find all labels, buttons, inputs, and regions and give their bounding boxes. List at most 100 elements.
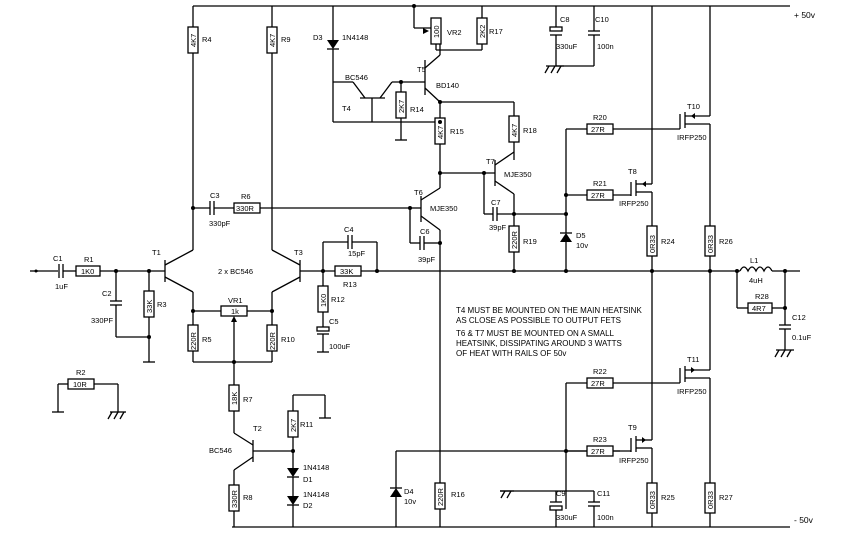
- resistors-r27-value-label: 0R33: [706, 491, 715, 509]
- schematic-line: [424, 87, 441, 103]
- resistors-r15-value-label: 4K7: [436, 126, 445, 139]
- resistors-r12-name-label: R12: [331, 295, 345, 304]
- resistors-r26-name-label: R26: [719, 237, 733, 246]
- t1-label: T1: [152, 248, 161, 257]
- schematic-circle: [232, 360, 236, 364]
- schematic-line: [780, 349, 786, 358]
- c9-cap: [549, 505, 563, 511]
- schematic-circle: [412, 4, 416, 8]
- resistors-r18-name-label: R18: [523, 126, 537, 135]
- resistors-r7-value-label: 18K: [230, 392, 239, 405]
- transistors-t5-label: T5: [417, 65, 426, 74]
- schematic-circle: [438, 241, 442, 245]
- d5-zener: [560, 233, 572, 242]
- schematic-line: [556, 65, 562, 74]
- t1-t3-type: 2 x BC546: [218, 267, 253, 276]
- resistors-r19-name-label: R19: [523, 237, 537, 246]
- schematic-line: [500, 490, 506, 499]
- schematic-polygon: [691, 367, 695, 373]
- d4-zener: [390, 488, 402, 497]
- diodes-d3-name-label: D3: [313, 33, 323, 42]
- caps-c6-name-label: C6: [420, 227, 430, 236]
- schematic-circle: [438, 120, 442, 124]
- diodes-d5-value-label: 10v: [576, 241, 588, 250]
- schematic-line: [774, 349, 780, 358]
- resistors-r9-name-label: R9: [281, 35, 291, 44]
- resistors-r21-value-label: 27R: [591, 191, 605, 200]
- resistors-r1-name-label: R1: [84, 255, 94, 264]
- resistors-r13-name-label: R13: [343, 280, 357, 289]
- resistors-r6-name-label: R6: [241, 192, 251, 201]
- caps-c7-name-label: C7: [491, 198, 501, 207]
- d2-diode: [287, 496, 299, 505]
- resistors-r2-value-label: 10R: [73, 380, 87, 389]
- transistors-t4-label: T4: [342, 104, 351, 113]
- resistors-r16-name-label: R16: [451, 490, 465, 499]
- resistors-r5-name-label: R5: [202, 335, 212, 344]
- caps-c11-name-label: C11: [597, 489, 610, 498]
- schematic-line: [233, 456, 254, 471]
- resistors-r14-name-label: R14: [410, 105, 424, 114]
- schematic-circle: [512, 212, 516, 216]
- schematic-line: [164, 276, 194, 293]
- caps-c6-value-label: 39pF: [418, 255, 436, 264]
- schematic-circle: [482, 171, 486, 175]
- l1-inductor: [739, 266, 773, 273]
- resistors-r4-value-label: 4K7: [189, 34, 198, 47]
- d1-diode: [287, 468, 299, 477]
- schematic-circle: [438, 171, 442, 175]
- resistors-r8-name-label: R8: [243, 493, 253, 502]
- schematic-polygon: [642, 437, 646, 443]
- vr-vr1-name-label: VR1: [228, 296, 243, 305]
- schematic-line: [271, 276, 301, 293]
- note-line-5: OF HEAT WITH RAILS OF 50v: [456, 349, 566, 358]
- transistors-t11-label: T11: [687, 355, 699, 364]
- resistors-r23-value-label: 27R: [591, 447, 605, 456]
- schematic-circle: [735, 269, 739, 273]
- schematic-line: [233, 432, 254, 446]
- schematic-line: [506, 490, 512, 499]
- schematic-line: [550, 65, 556, 74]
- caps-c5-value-label: 100uF: [329, 342, 351, 351]
- resistors-r22-value-label: 27R: [591, 379, 605, 388]
- resistors-r24-value-label: 0R33: [648, 235, 657, 253]
- schematic-polygon: [231, 316, 237, 322]
- schematic-rect: [316, 326, 330, 332]
- resistors-r28-value-label: 4R7: [752, 304, 766, 313]
- resistors-r20-value-label: 27R: [591, 125, 605, 134]
- transistors-t3-label: T3: [294, 248, 303, 257]
- transistors-t2-label: T2: [253, 424, 262, 433]
- positive-rail-label: + 50v: [794, 10, 816, 20]
- resistors-r13-value-label: 33K: [340, 267, 353, 276]
- schematic-circle: [783, 306, 787, 310]
- resistors-r26-value-label: 0R33: [706, 235, 715, 253]
- schematic-line: [119, 411, 125, 420]
- inductor-name-label: L1: [750, 256, 758, 265]
- resistors-r11-value-label: 2K7: [289, 419, 298, 432]
- negative-rail-label: - 50v: [794, 515, 814, 525]
- diodes-d1-value-label: 1N4148: [303, 463, 329, 472]
- resistors-r27-name-label: R27: [719, 493, 733, 502]
- caps-c8-name-label: C8: [560, 15, 570, 24]
- schematic-circle: [114, 269, 118, 273]
- resistors-r25-name-label: R25: [661, 493, 675, 502]
- diodes-d1-name-label: D1: [303, 475, 313, 484]
- resistors-r20-name-label: R20: [593, 113, 607, 122]
- note-line-4: HEATSINK, DISSIPATING AROUND 3 WATTS: [456, 339, 622, 348]
- c2-value: 330PF: [91, 316, 114, 325]
- schematic-line: [786, 349, 792, 358]
- resistors-r17-name-label: R17: [489, 27, 503, 36]
- caps-c10-value-label: 100n: [597, 42, 614, 51]
- transistors-t6_type-label: MJE350: [430, 204, 458, 213]
- resistors-r2-name-label: R2: [76, 368, 86, 377]
- schematic-line: [352, 81, 366, 99]
- resistors-r19-value-label: 220R: [510, 230, 519, 249]
- caps-c12-name-label: C12: [792, 313, 806, 322]
- resistors-r28-name-label: R28: [755, 292, 769, 301]
- caps-c3-value-label: 330pF: [209, 219, 231, 228]
- schematic-circle: [564, 269, 568, 273]
- resistors-r3-value-label: 33K: [145, 300, 154, 313]
- schematic-circle: [147, 335, 151, 339]
- schematic-polygon: [642, 181, 646, 187]
